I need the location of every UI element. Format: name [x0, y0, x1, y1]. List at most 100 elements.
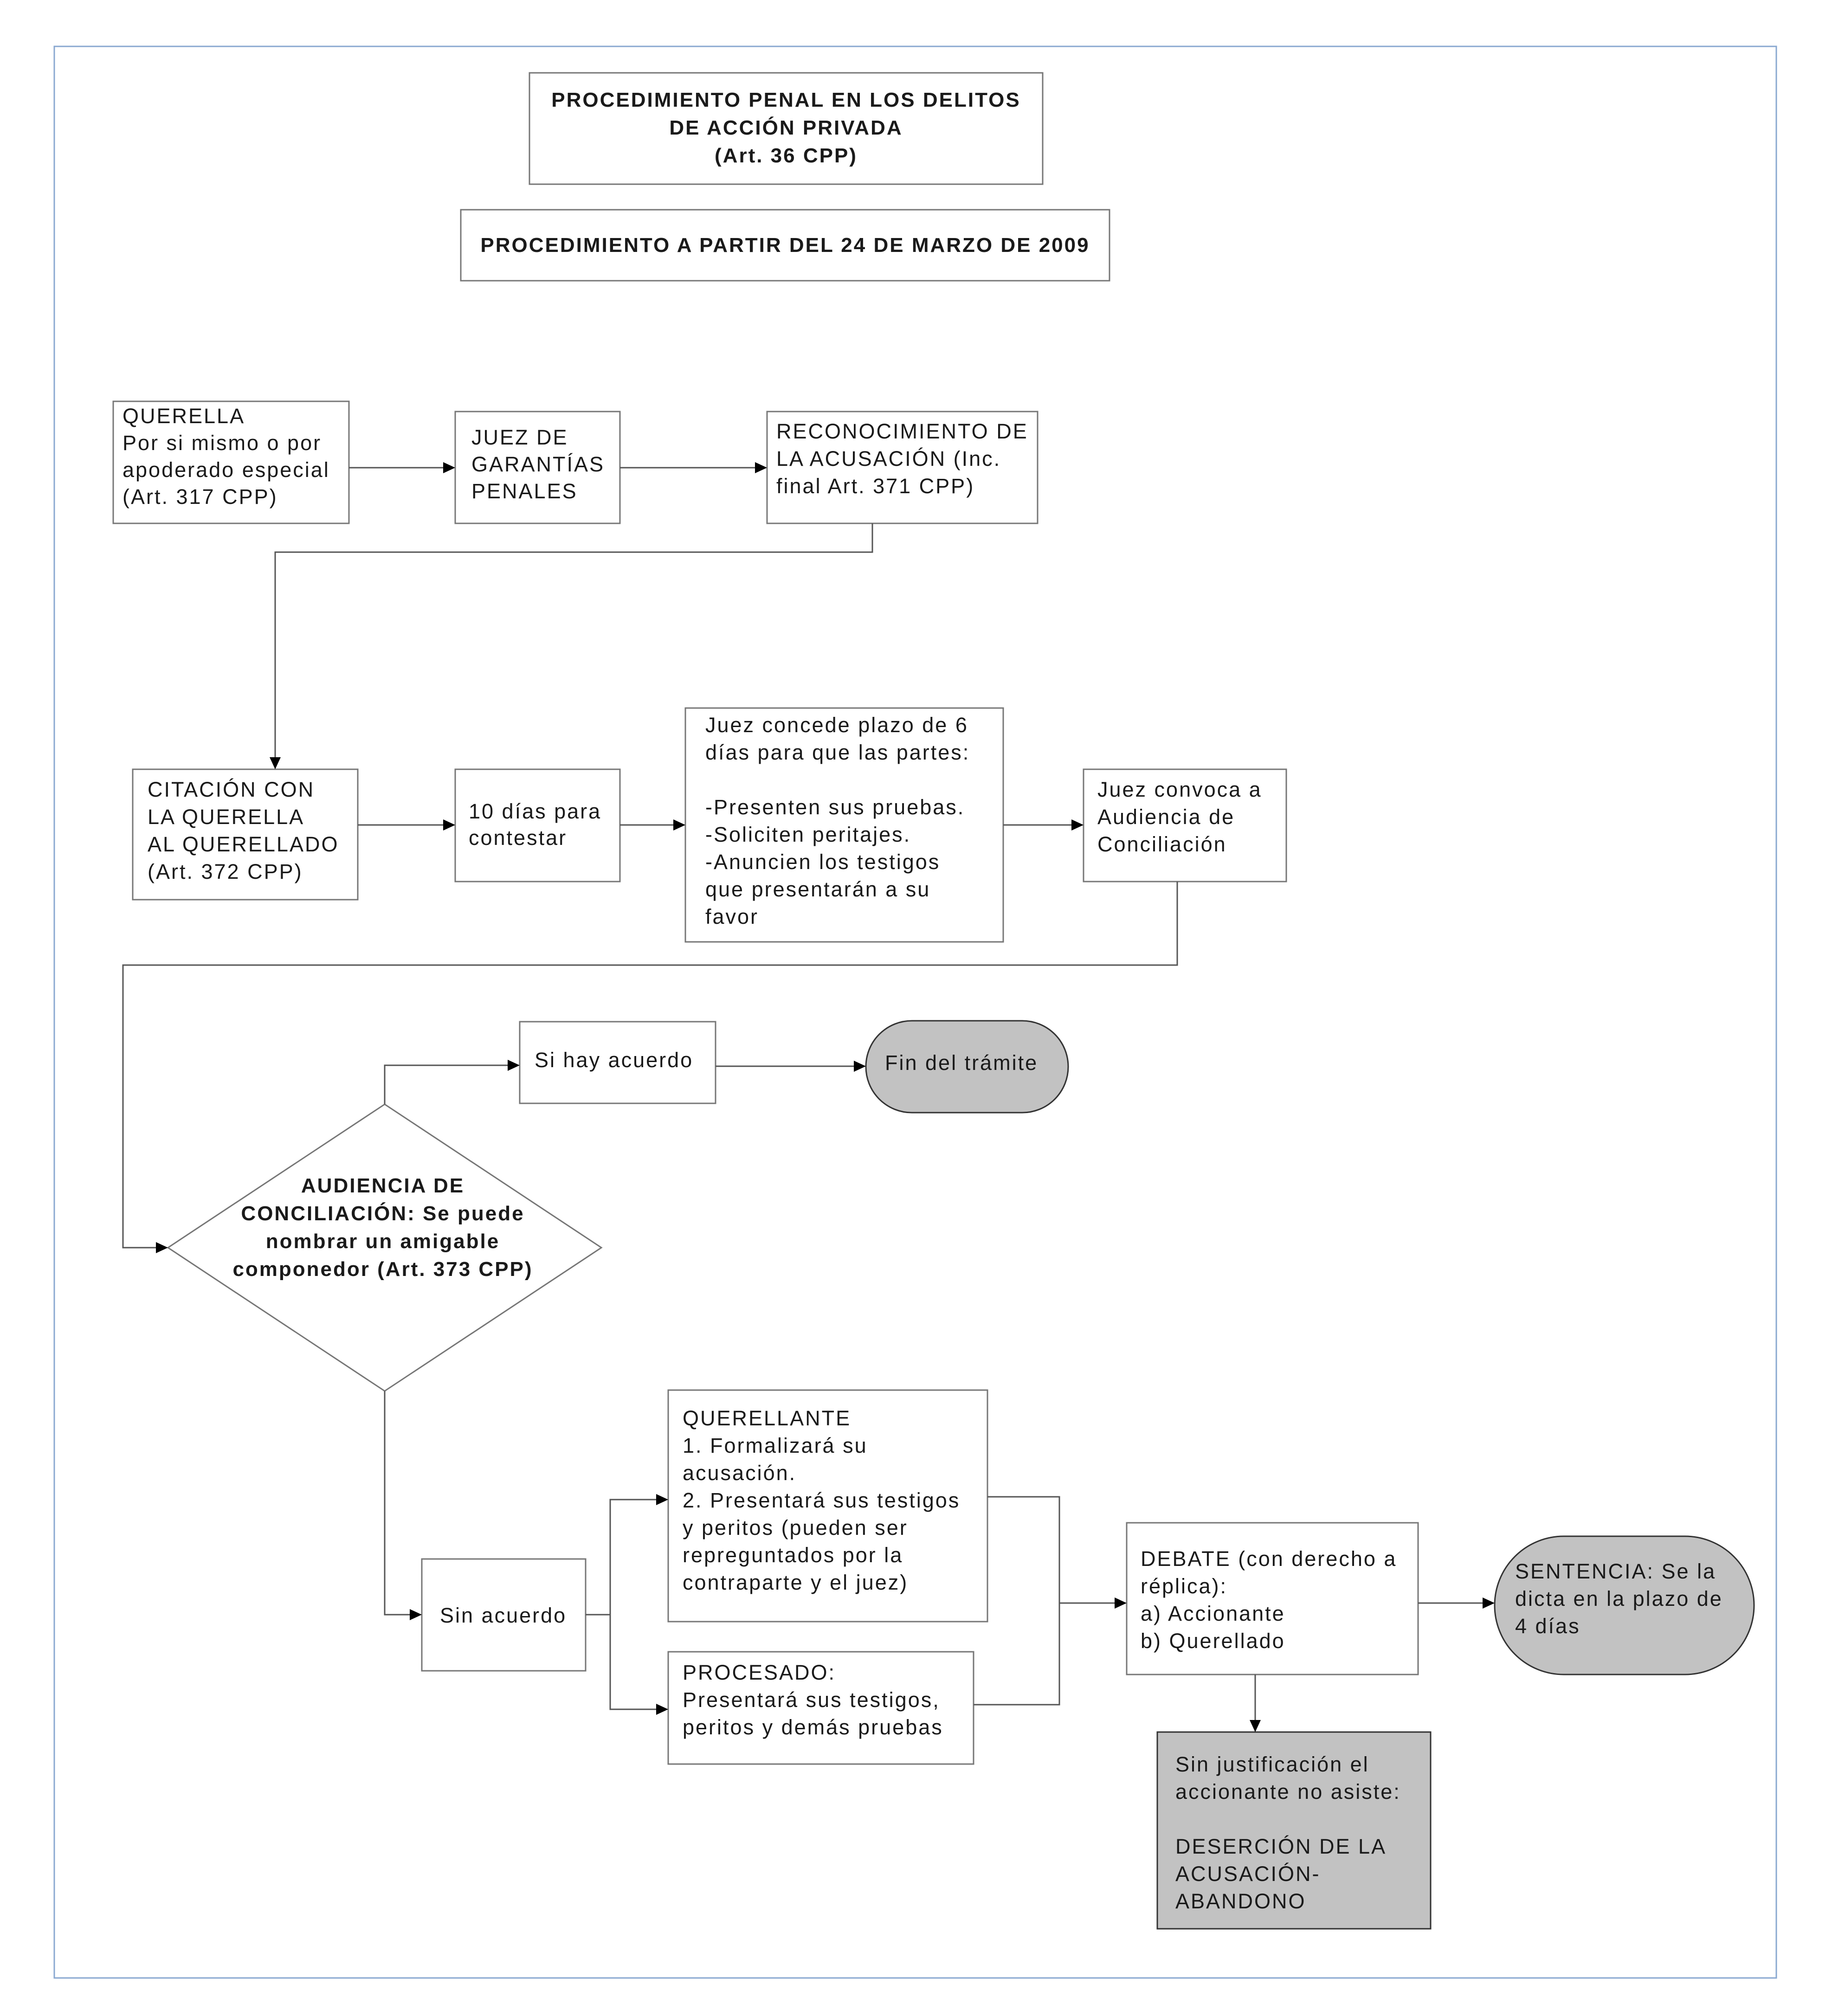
procesado-line: PROCESADO: — [683, 1661, 836, 1684]
querellante-line: QUERELLANTE — [683, 1406, 851, 1430]
outer-frame — [53, 45, 1777, 1979]
querellante-line: repreguntados por la — [683, 1543, 903, 1567]
title-main-line: (Art. 36 CPP) — [715, 144, 858, 167]
juez-garantias-line: PENALES — [471, 479, 578, 503]
diez-dias-line: 10 días para — [469, 799, 601, 823]
arrowhead-sin-acuerdo — [410, 1609, 422, 1620]
procesado-line: Presentará sus testigos, — [683, 1688, 940, 1712]
reconocimiento-line: final Art. 371 CPP) — [776, 474, 974, 498]
querella-line: QUERELLA — [123, 404, 245, 428]
querellante-line: acusación. — [683, 1461, 796, 1485]
desercion-line: ABANDONO — [1175, 1889, 1306, 1913]
querellante-text: QUERELLANTE 1. Formalizará su acusación. 2.… — [683, 1406, 960, 1594]
title-main-text: PROCEDIMIENTO PENAL EN LOS DELITOS DE ACC… — [551, 89, 1020, 167]
juez-convoca-box — [1083, 768, 1287, 882]
debate-line: a) Accionante — [1141, 1602, 1285, 1625]
reconocimiento-box — [766, 411, 1039, 524]
desercion-line — [1175, 1807, 1183, 1831]
sentencia-line: dicta en la plazo de — [1515, 1587, 1723, 1610]
juez-plazo-line — [705, 768, 713, 792]
arrowhead-juez-convoca — [1071, 819, 1084, 831]
querellante-line: 2. Presentará sus testigos — [683, 1488, 960, 1512]
querella-box — [112, 400, 350, 524]
querella-line: (Art. 317 CPP) — [123, 485, 278, 509]
sentencia-text: SENTENCIA: Se la dicta en la plazo de 4 dí… — [1515, 1559, 1723, 1638]
citacion-line: LA QUERELLA — [148, 805, 304, 829]
fin-tramite-text: Fin del trámite — [885, 1051, 1038, 1075]
connector-reconocimiento-citacion — [274, 523, 873, 758]
citacion-line: (Art. 372 CPP) — [148, 860, 303, 883]
connector-convoca-audiencia — [122, 882, 1178, 1249]
desercion-box — [1156, 1731, 1432, 1930]
procesado-box — [667, 1651, 974, 1765]
title-main-line: DE ACCIÓN PRIVADA — [669, 116, 903, 139]
si-acuerdo-text: Si hay acuerdo — [535, 1048, 693, 1072]
title-main-box — [529, 72, 1044, 185]
debate-box — [1126, 1522, 1419, 1675]
diez-dias-box — [454, 768, 621, 882]
arrowhead-sentencia — [1483, 1597, 1495, 1609]
audiencia-line: AUDIENCIA DE — [301, 1174, 464, 1197]
arrowhead-juez-plazo — [673, 819, 685, 831]
arrowhead-citacion — [270, 757, 281, 769]
desercion-line: Sin justificación el — [1175, 1752, 1369, 1776]
debate-text: DEBATE (con derecho a réplica): a) Acciona… — [1141, 1547, 1397, 1653]
connector-parties-debate — [974, 1496, 1115, 1706]
audiencia-line: CONCILIACIÓN: Se puede — [241, 1202, 524, 1225]
fin-tramite-terminal — [865, 1020, 1069, 1114]
citacion-box — [132, 768, 359, 901]
arrowhead-desercion — [1250, 1720, 1261, 1732]
title-main-line: PROCEDIMIENTO PENAL EN LOS DELITOS — [551, 89, 1020, 111]
connector-sin-acuerdo-split — [586, 1499, 657, 1710]
sin-acuerdo-text: Sin acuerdo — [440, 1604, 567, 1627]
querellante-box — [667, 1389, 988, 1623]
audiencia-line: componedor (Art. 373 CPP) — [232, 1258, 533, 1281]
juez-garantias-line: JUEZ DE — [471, 425, 568, 449]
querellante-line: y peritos (pueden ser — [683, 1516, 908, 1539]
citacion-line: AL QUERELLADO — [148, 832, 339, 856]
sin-acuerdo-box — [421, 1558, 587, 1672]
citacion-text: CITACIÓN CON LA QUERELLA AL QUERELLADO (Art… — [148, 778, 339, 883]
juez-plazo-line: Juez concede plazo de 6 — [705, 713, 968, 737]
fin-tramite-line: Fin del trámite — [885, 1051, 1038, 1075]
juez-plazo-line: favor — [705, 905, 759, 928]
arrowhead-reconocimiento — [755, 462, 767, 473]
juez-convoca-line: Audiencia de — [1097, 805, 1235, 829]
querella-line: Por si mismo o por — [123, 431, 322, 455]
desercion-line: accionante no asiste: — [1175, 1780, 1401, 1803]
arrowhead-audiencia — [156, 1242, 168, 1253]
sin-acuerdo-line: Sin acuerdo — [440, 1604, 567, 1627]
debate-line: b) Querellado — [1141, 1629, 1285, 1653]
querellante-line: 1. Formalizará su — [683, 1434, 868, 1457]
juez-garantias-line: GARANTÍAS — [471, 452, 605, 476]
sentencia-line: SENTENCIA: Se la — [1515, 1559, 1716, 1583]
reconocimiento-line: RECONOCIMIENTO DE — [776, 419, 1028, 443]
arrowhead-fin-tramite — [854, 1061, 866, 1072]
connector-audiencia-sin-acuerdo — [384, 1391, 410, 1616]
desercion-line: DESERCIÓN DE LA — [1175, 1835, 1387, 1858]
procesado-line: peritos y demás pruebas — [683, 1715, 943, 1739]
title-date-box — [460, 209, 1110, 282]
juez-plazo-line: -Soliciten peritajes. — [705, 823, 911, 846]
juez-convoca-line: Conciliación — [1097, 832, 1227, 856]
title-date-line: PROCEDIMIENTO A PARTIR DEL 24 DE MARZO D… — [480, 234, 1090, 257]
arrowhead-procesado — [656, 1704, 668, 1715]
juez-garantias-box — [454, 411, 621, 524]
debate-line: réplica): — [1141, 1574, 1227, 1598]
arrowhead-juez-garantias — [443, 462, 455, 473]
sentencia-line: 4 días — [1515, 1614, 1580, 1638]
querella-line: apoderado especial — [123, 458, 330, 482]
juez-plazo-line: que presentarán a su — [705, 877, 930, 901]
arrowhead-debate — [1115, 1597, 1127, 1609]
debate-line: DEBATE (con derecho a — [1141, 1547, 1397, 1571]
citacion-line: CITACIÓN CON — [148, 778, 315, 801]
si-acuerdo-line: Si hay acuerdo — [535, 1048, 693, 1072]
juez-garantias-text: JUEZ DE GARANTÍAS PENALES — [471, 425, 605, 503]
audiencia-line: nombrar un amigable — [266, 1230, 500, 1253]
